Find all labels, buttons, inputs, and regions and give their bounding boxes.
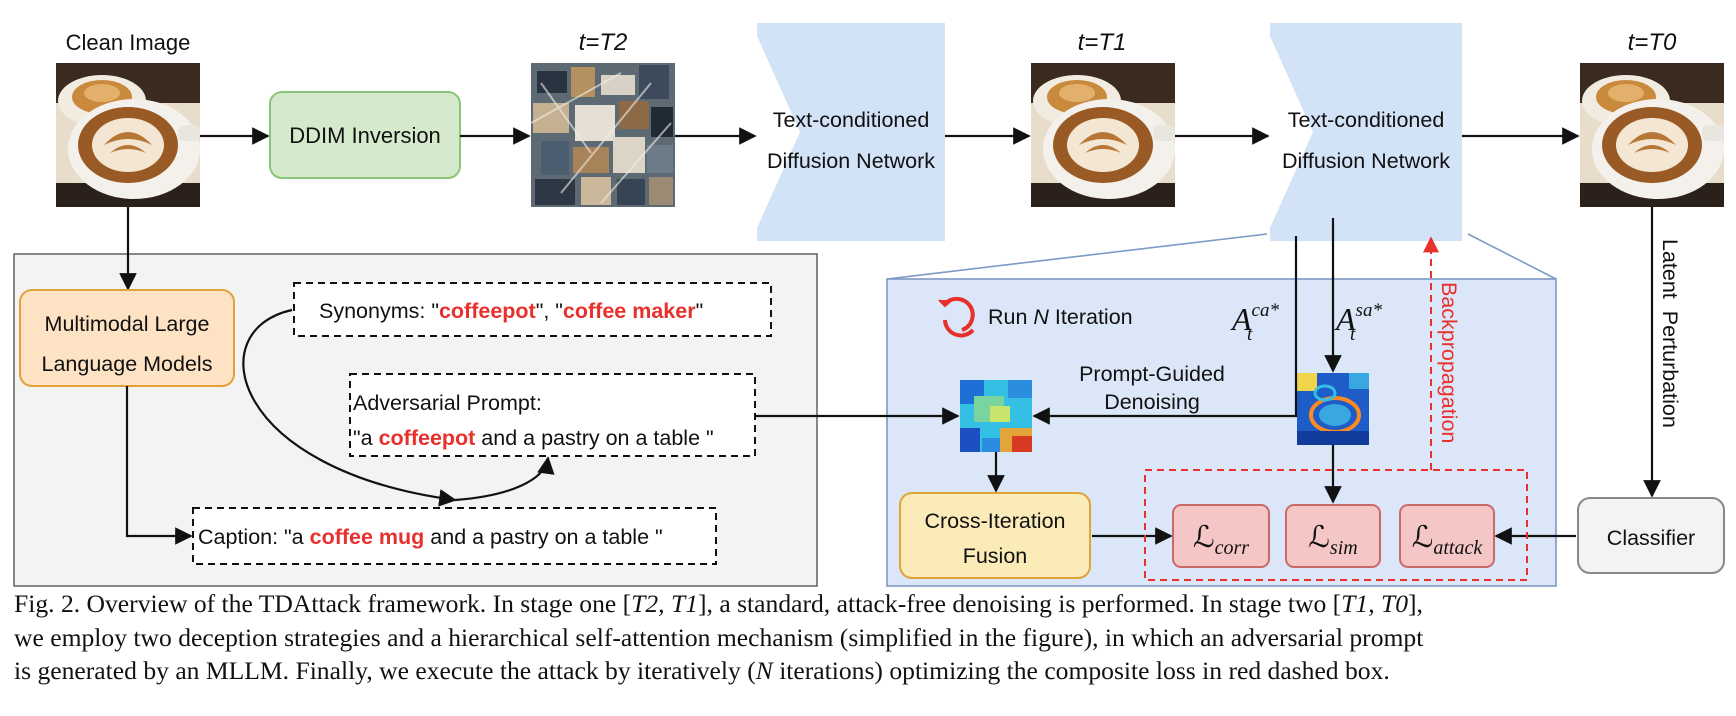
- clean-image: [56, 63, 200, 207]
- fusion-label-line1: Cross-Iteration: [925, 509, 1066, 533]
- run-n-iteration-label: Run N Iteration: [988, 305, 1133, 329]
- loss-attack-box: [1399, 504, 1495, 568]
- diffusion-network-2: [1270, 23, 1462, 241]
- mllm-label-line2: Language Models: [42, 352, 213, 376]
- prompt-guided-line1: Prompt-Guided: [1079, 362, 1225, 386]
- stage-t1-label: t=T1: [1078, 29, 1127, 56]
- synonyms-text: Synonyms: "coffeepot", "coffee maker": [319, 299, 703, 323]
- clean-image-label: Clean Image: [66, 30, 191, 55]
- fusion-label-line2: Fusion: [963, 544, 1028, 568]
- caption-line-3: is generated by an MLLM. Finally, we exe…: [14, 656, 1390, 685]
- caption-line-2: we employ two deception strategies and a…: [14, 622, 1424, 652]
- backpropagation-label: Backpropagation: [1437, 282, 1461, 443]
- loss-attack: ℒattack: [1412, 521, 1484, 559]
- curve-caption-to-adversarial: [454, 456, 555, 502]
- loss-corr-box: [1172, 504, 1270, 568]
- loss-corr: ℒcorr: [1193, 521, 1249, 559]
- loss-sim: ℒsim: [1308, 521, 1357, 559]
- noisy-latent-image: [530, 62, 676, 208]
- adversarial-prompt-text: "a coffeepot and a pastry on a table ": [353, 426, 714, 450]
- diffusion-network-1-line1: Text-conditioned: [773, 108, 930, 132]
- synonyms-box: [293, 282, 772, 337]
- arrow-cross-attention-to-heatmap: [1032, 236, 1298, 425]
- diagram-canvas: Clean Image DDIM Inversion t=T2 Text-con…: [13, 23, 1725, 587]
- synonym-coffeepot: coffeepot: [439, 299, 536, 323]
- stage-t0-label: t=T0: [1628, 29, 1677, 56]
- adversarial-word: coffeepot: [379, 426, 476, 450]
- caption-text: Caption: "a coffee mug and a pastry on a…: [198, 525, 663, 549]
- diffusion-network-2-line2: Diffusion Network: [1282, 149, 1450, 173]
- caption-line-1: Fig. 2. Overview of the TDAttack framewo…: [14, 589, 1423, 618]
- fused-attention-heatmap: [960, 380, 1032, 452]
- composite-loss-box: [1144, 469, 1528, 581]
- classifier-label: Classifier: [1607, 526, 1695, 550]
- run-iteration-icon: [938, 296, 975, 338]
- prompt-guided-line2: Denoising: [1104, 390, 1200, 414]
- diffusion-network-1: [757, 23, 945, 241]
- diffusion-network-2-line1: Text-conditioned: [1288, 108, 1445, 132]
- cross-attention-symbol: Aca*t: [1230, 300, 1279, 345]
- curve-synonyms-to-caption: [242, 308, 457, 507]
- mllm-label-line1: Multimodal Large: [45, 312, 210, 336]
- caption-word: coffee mug: [310, 525, 425, 549]
- ddim-inversion-label: DDIM Inversion: [289, 123, 441, 148]
- synonym-coffee-maker: coffee maker: [563, 299, 696, 323]
- cross-iteration-fusion-box: [899, 492, 1091, 579]
- latent-perturbation-label: Latent Perturbation: [1658, 239, 1682, 428]
- t1-image: [1031, 63, 1175, 207]
- adversarial-prompt-title: Adversarial Prompt:: [353, 391, 542, 415]
- figure-caption: Fig. 2. Overview of the TDAttack framewo…: [14, 587, 1726, 688]
- loss-sim-box: [1285, 504, 1381, 568]
- self-attention-heatmap: [1295, 371, 1371, 447]
- classifier-box: [1577, 497, 1725, 574]
- caption-box: [192, 507, 717, 565]
- t0-image: [1580, 63, 1724, 207]
- arrow-mllm-to-caption: [125, 386, 193, 545]
- diffusion-network-1-line2: Diffusion Network: [767, 149, 935, 173]
- self-attention-symbol: Asa*t: [1334, 300, 1382, 345]
- stage-t2-label: t=T2: [579, 29, 628, 56]
